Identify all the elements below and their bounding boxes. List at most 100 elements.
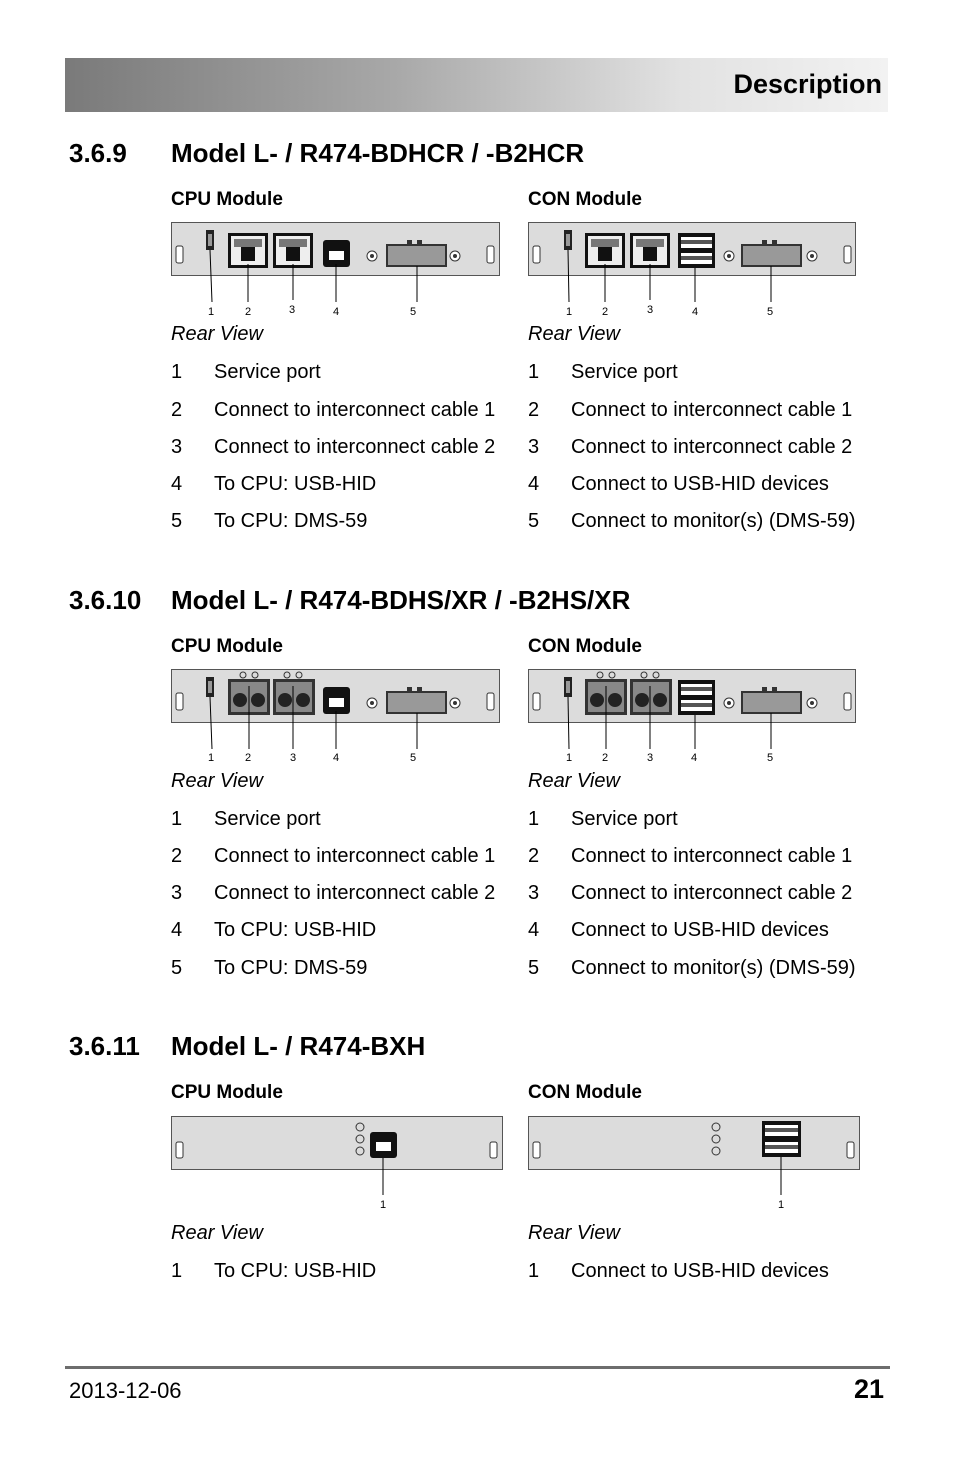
mounting-slot <box>486 245 495 264</box>
mounting-slot <box>175 245 184 264</box>
callout-number: 4 <box>691 752 697 764</box>
callout-number: 1 <box>380 1199 386 1211</box>
callout-number: 3 <box>290 752 296 764</box>
rear-view-caption: Rear View <box>171 1222 263 1244</box>
service-port-icon <box>564 230 572 250</box>
con-module-rear-panel: 1 2 3 4 5 <box>528 669 856 764</box>
mounting-slot <box>489 1141 498 1159</box>
fiber-port-icon <box>273 671 315 715</box>
section-title: 3.6.9 Model L- / R474-BDHCR / -B2HCR <box>69 138 584 169</box>
rear-view-caption: Rear View <box>528 323 620 345</box>
fiber-port-icon <box>630 671 672 715</box>
rear-view-caption: Rear View <box>528 1222 620 1244</box>
callout-number: 1 <box>778 1199 784 1211</box>
mounting-slot <box>532 692 541 711</box>
callout-number: 3 <box>289 304 295 316</box>
service-port-icon <box>206 677 214 697</box>
cpu-module-label: CPU Module <box>171 1082 283 1103</box>
callout-number: 5 <box>767 306 773 318</box>
header-band: Description <box>65 58 888 112</box>
callout-lines <box>567 686 772 750</box>
dms59-port-icon <box>366 240 461 267</box>
callout-number: 1 <box>566 306 572 318</box>
footer-rule <box>65 1366 890 1369</box>
callout-number: 1 <box>208 752 214 764</box>
rj45-port-icon <box>585 233 625 268</box>
dms59-port-icon <box>366 687 461 714</box>
usb-a-port-icon <box>678 680 715 715</box>
mounting-slot <box>175 1141 184 1159</box>
section-number: 3.6.9 <box>69 138 127 168</box>
section-heading: Model L- / R474-BXH <box>171 1031 426 1061</box>
con-module-label: CON Module <box>528 636 642 657</box>
callout-number: 2 <box>245 306 251 318</box>
con-module-rear-panel: 1 <box>528 1116 860 1211</box>
mounting-slot <box>532 1141 541 1159</box>
cpu-module-rear-panel: 1 2 3 4 5 <box>171 222 500 318</box>
service-port-icon <box>564 677 572 697</box>
con-module-label: CON Module <box>528 189 642 210</box>
callout-number: 3 <box>647 752 653 764</box>
rj45-port-icon <box>630 233 670 268</box>
cpu-module-label: CPU Module <box>171 189 283 210</box>
callout-lines <box>209 686 418 750</box>
mounting-slot <box>175 692 184 711</box>
led-indicators-icon <box>711 1122 721 1156</box>
callout-number: 4 <box>333 752 339 764</box>
header-title: Description <box>733 69 882 99</box>
callout-number: 2 <box>602 752 608 764</box>
callout-lines <box>209 249 418 303</box>
usb-b-port-icon <box>323 687 350 714</box>
usb-a-port-icon <box>678 233 715 268</box>
callout-number: 5 <box>410 752 416 764</box>
callout-number: 1 <box>208 306 214 318</box>
callout-number: 4 <box>333 306 339 318</box>
callout-number: 2 <box>245 752 251 764</box>
rj45-port-icon <box>228 233 268 268</box>
usb-b-port-icon <box>370 1132 397 1158</box>
rear-view-caption: Rear View <box>171 323 263 345</box>
cpu-module-rear-panel: 1 2 3 4 5 <box>171 669 500 764</box>
section-number: 3.6.10 <box>69 585 142 615</box>
mounting-slot <box>843 692 852 711</box>
callout-number: 1 <box>566 752 572 764</box>
cpu-module-rear-panel: 1 <box>171 1116 503 1211</box>
rj45-port-icon <box>273 233 313 268</box>
callout-lines <box>567 249 772 303</box>
rear-view-caption: Rear View <box>528 770 620 792</box>
footer-date: 2013-12-06 <box>69 1378 182 1403</box>
con-module-label: CON Module <box>528 1082 642 1103</box>
page-number: 21 <box>853 1374 884 1404</box>
mounting-slot <box>486 692 495 711</box>
callout-number: 5 <box>410 306 416 318</box>
dms59-port-icon <box>723 687 818 714</box>
con-module-rear-panel: 1 2 3 4 5 <box>528 222 856 318</box>
rear-view-caption: Rear View <box>171 770 263 792</box>
service-port-icon <box>206 230 214 250</box>
section-heading: Model L- / R474-BDHCR / -B2HCR <box>171 138 585 168</box>
mounting-slot <box>846 1141 855 1159</box>
usb-a-port-icon <box>762 1121 801 1157</box>
section-heading: Model L- / R474-BDHS/XR / -B2HS/XR <box>171 585 631 615</box>
